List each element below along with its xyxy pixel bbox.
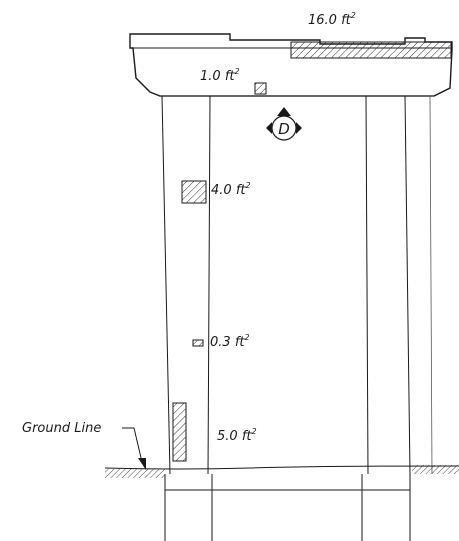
area-label-low: 5.0 ft2 [217,427,257,444]
pier-footing [164,474,411,541]
damage-area-top [254,82,267,95]
ground-line-leader [122,427,143,463]
section-marker: D [266,107,302,141]
damage-area-upper [181,180,207,204]
area-label-mid: 0.3 ft2 [210,333,250,350]
pier-column [161,95,433,475]
section-marker-arrow-up-icon [277,107,291,116]
area-label-cap: 16.0 ft2 [308,11,356,28]
area-label-top: 1.0 ft2 [200,67,240,84]
section-marker-label: D [278,120,290,138]
ground-line-arrow-icon [138,458,146,470]
ground-line-label: Ground Line [22,421,101,436]
damage-area-cap [290,41,452,59]
damage-area-low [172,402,187,462]
damage-area-mid [192,339,204,347]
section-marker-arrow-right-icon [296,122,302,134]
area-label-upper: 4.0 ft2 [211,181,251,198]
ground-surface [104,465,459,478]
section-marker-arrow-left-icon [266,122,272,134]
